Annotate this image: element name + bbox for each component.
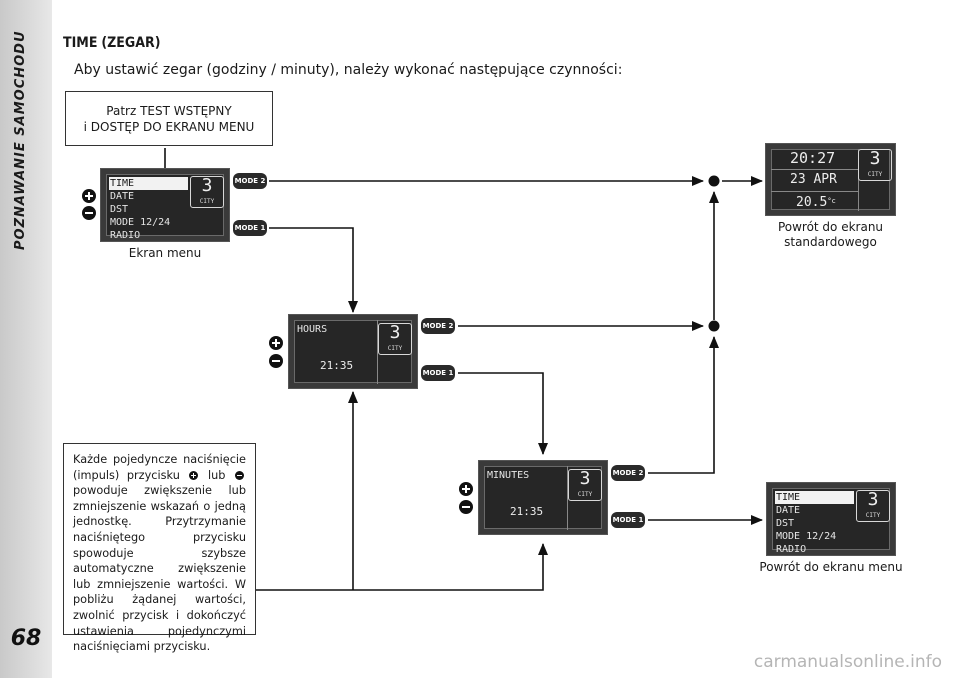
standard-caption: Powrót do ekranu standardowego [777, 220, 884, 249]
intro-text: Aby ustawić zegar (godziny / minuty), na… [74, 62, 623, 78]
menu-item-mode: MODE 12/24 [110, 217, 171, 228]
minus-button-icon[interactable] [269, 354, 283, 368]
return-menu-caption: Powrót do ekranu menu [759, 560, 903, 574]
callout-box: Patrz TEST WSTĘPNY i DOSTĘP DO EKRANU ME… [65, 91, 273, 146]
plus-inline-icon [189, 470, 199, 480]
junction-dot-1 [708, 175, 720, 187]
menu-item-date: DATE [776, 505, 801, 516]
plus-button-icon[interactable] [269, 336, 283, 350]
return-menu-list: TIME DATE DST MODE 12/24 RADIO [775, 491, 854, 556]
std-city-indicator: 3 CITY [858, 148, 892, 181]
std-time: 20:27 [790, 149, 836, 167]
minus-button-icon[interactable] [82, 206, 96, 220]
menu-display: TIME DATE DST MODE 12/24 RADIO 3 CITY [100, 168, 230, 242]
menu-item-radio: RADIO [776, 544, 807, 555]
menu-item-mode: MODE 12/24 [776, 531, 837, 542]
note-part-2: powoduje zwiększenie lub zmniejszenie ws… [73, 484, 246, 654]
std-temp: 20.5°c [796, 195, 836, 210]
menu-list: TIME DATE DST MODE 12/24 RADIO [109, 177, 188, 242]
callout-line-2: i DOSTĘP DO EKRANU MENU [83, 120, 255, 134]
menu-item-time: TIME [109, 177, 188, 190]
page-heading: TIME(ZEGAR) [63, 35, 160, 51]
mode1-button[interactable]: MODE 1 [611, 512, 645, 528]
note-to-minutes [256, 543, 548, 591]
minutes-mode2-up [648, 336, 719, 474]
menu-item-date: DATE [110, 191, 135, 202]
return-city-indicator: 3 CITY [856, 489, 890, 522]
minutes-city-indicator: 3 CITY [568, 468, 602, 501]
menu-item-radio: RADIO [110, 230, 141, 241]
mode2-button[interactable]: MODE 2 [233, 173, 267, 189]
note-box: Każde pojedyncze naciśnięcie (impuls) pr… [63, 443, 256, 653]
hours-label: HOURS [297, 324, 328, 335]
mode1-button[interactable]: MODE 1 [233, 220, 267, 236]
plus-button-icon[interactable] [82, 189, 96, 203]
plus-button-icon[interactable] [459, 482, 473, 496]
return-menu-display: TIME DATE DST MODE 12/24 RADIO 3 CITY [766, 482, 896, 556]
page-number: 68 [10, 626, 42, 651]
heading-rest: (ZEGAR) [101, 35, 161, 51]
hours-value: 21:35 [320, 359, 354, 372]
watermark: carmanualsonline.info [753, 652, 942, 672]
hours-city-indicator: 3 CITY [378, 322, 412, 355]
note-or: lub [207, 468, 226, 482]
menu-mode1-to-hours [269, 227, 358, 313]
heading-keyword: TIME [63, 35, 98, 51]
menu-caption: Ekran menu [128, 246, 202, 260]
note-part-1: Każde pojedyncze naciśnięcie (impuls) pr… [73, 453, 246, 482]
city-indicator: 3 CITY [190, 175, 224, 208]
minutes-display: MINUTES 21:35 3 CITY [478, 460, 608, 535]
junction-dot-2 [708, 320, 720, 332]
menu-item-time: TIME [775, 491, 854, 504]
standard-display: 20:27 23 APR 20.5°c 3 CITY [765, 143, 896, 216]
mode1-button[interactable]: MODE 1 [421, 365, 455, 381]
minutes-value: 21:35 [510, 505, 544, 518]
minus-button-icon[interactable] [459, 500, 473, 514]
minutes-label: MINUTES [487, 470, 530, 481]
sidebar-band: POZNAWANIE SAMOCHODU 68 [0, 0, 52, 678]
minus-inline-icon [235, 470, 244, 480]
hours-mode1-to-minutes [458, 372, 548, 455]
menu-item-dst: DST [776, 518, 795, 529]
menu-item-dst: DST [110, 204, 129, 215]
mode2-button[interactable]: MODE 2 [611, 465, 645, 481]
mode2-button[interactable]: MODE 2 [421, 318, 455, 334]
callout-line-1: Patrz TEST WSTĘPNY [106, 104, 232, 118]
hours-display: HOURS 21:35 3 CITY [288, 314, 418, 389]
std-date: 23 APR [790, 172, 837, 187]
